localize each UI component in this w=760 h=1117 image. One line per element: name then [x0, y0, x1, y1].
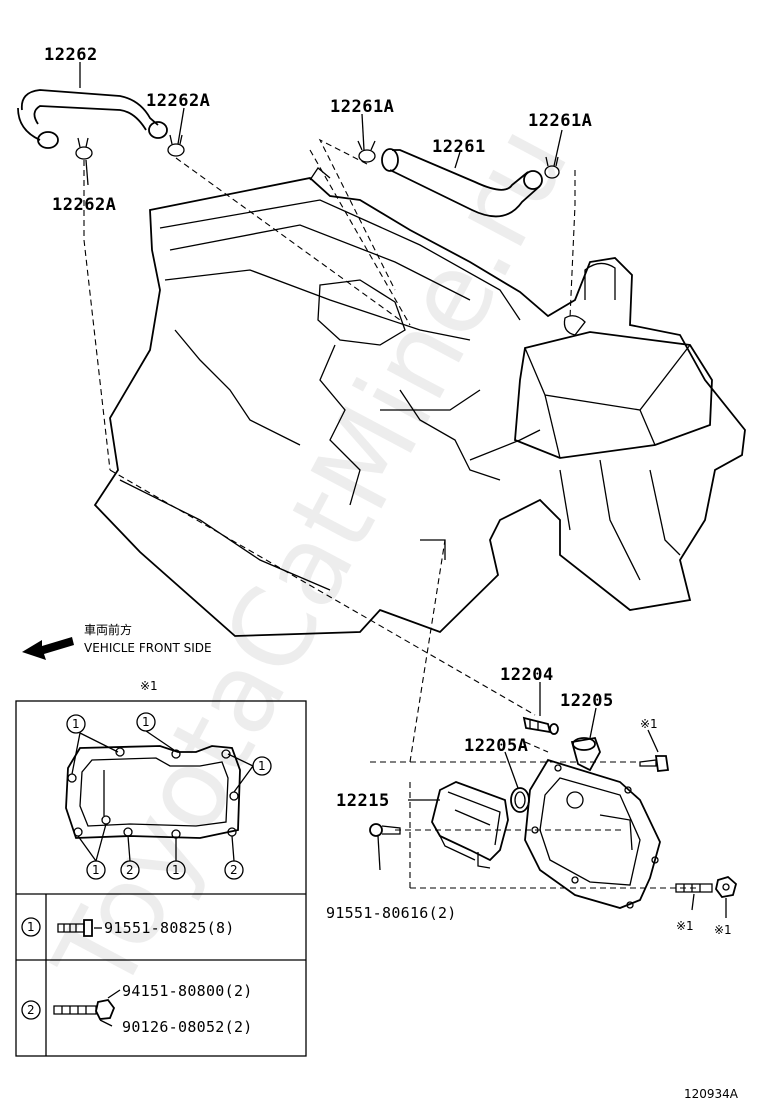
- label-12205A: 12205A: [464, 736, 528, 756]
- clamp-12261A-mid: [357, 140, 376, 163]
- legend-row2-part-a: 94151-80800(2): [122, 982, 253, 1000]
- hose-12261: [381, 148, 543, 218]
- diagram-code: 120934A: [684, 1087, 739, 1101]
- inset-box: [15, 700, 307, 1057]
- label-12262: 12262: [44, 45, 98, 65]
- label-12215: 12215: [336, 791, 390, 811]
- gasket-index-markers: 1 1 1 1 2 1 2: [66, 712, 272, 880]
- label-12261: 12261: [432, 137, 486, 157]
- gasket-12205A: [510, 787, 530, 813]
- marker-2-a: 2: [126, 863, 134, 877]
- bolt-ref-text: ※1: [640, 717, 658, 731]
- nut-ref-text: ※1: [714, 923, 732, 937]
- legend-circle-2-text: 2: [27, 1003, 35, 1017]
- label-12205: 12205: [560, 691, 614, 711]
- label-12262A-b: 12262A: [52, 195, 116, 215]
- label-12262A-a: 12262A: [146, 91, 210, 111]
- label-12261A-mid: 12261A: [330, 97, 394, 117]
- leader-lines: [79, 62, 727, 918]
- legend-row2-part-b: 90126-08052(2): [122, 1018, 253, 1036]
- legend-circle-1-text: 1: [27, 920, 35, 934]
- legend-circle-2: [21, 1000, 41, 1020]
- cover-plate: [524, 758, 661, 909]
- stud-ref-mark: [675, 883, 713, 893]
- pcv-valve-12204: [522, 716, 559, 735]
- marker-1-e: 1: [172, 863, 180, 877]
- bolt-91551-80616: [369, 823, 401, 837]
- legend-circle-1: [21, 917, 41, 937]
- union-12205: [570, 736, 601, 772]
- marker-1-b: 1: [142, 715, 150, 729]
- clamp-12262A-left: [75, 137, 93, 160]
- stud-ref-text: ※1: [676, 919, 694, 933]
- marker-1-d: 1: [92, 863, 100, 877]
- direction-label-en: VEHICLE FRONT SIDE: [84, 641, 212, 655]
- inset-ref-mark: ※1: [140, 679, 158, 693]
- oil-separator-12215: [431, 781, 509, 869]
- engine-block: [93, 167, 746, 637]
- marker-1-c: 1: [258, 759, 266, 773]
- front-direction-arrow: [22, 637, 74, 660]
- label-12261A-right: 12261A: [528, 111, 592, 131]
- hose-12262: [17, 89, 168, 149]
- label-91551-80616: 91551-80616(2): [326, 904, 457, 922]
- legend-row1-part: 91551-80825(8): [104, 919, 235, 937]
- clamp-12261A-right: [544, 156, 560, 179]
- bolt-ref-mark: [639, 755, 670, 772]
- watermark: ToyotaCatMine.ru: [29, 105, 593, 1013]
- bolt-icon-row1: [57, 919, 93, 937]
- marker-2-b: 2: [230, 863, 238, 877]
- label-12204: 12204: [500, 665, 554, 685]
- legend-row2-leaders: [99, 989, 121, 1027]
- stud-icon-row2: [53, 999, 116, 1020]
- nut-ref-mark: [715, 875, 738, 898]
- guide-lines: [83, 138, 700, 889]
- marker-1-a: 1: [72, 717, 80, 731]
- clamp-12262A-right: [167, 134, 185, 157]
- direction-label-jp: 車両前方: [84, 622, 132, 637]
